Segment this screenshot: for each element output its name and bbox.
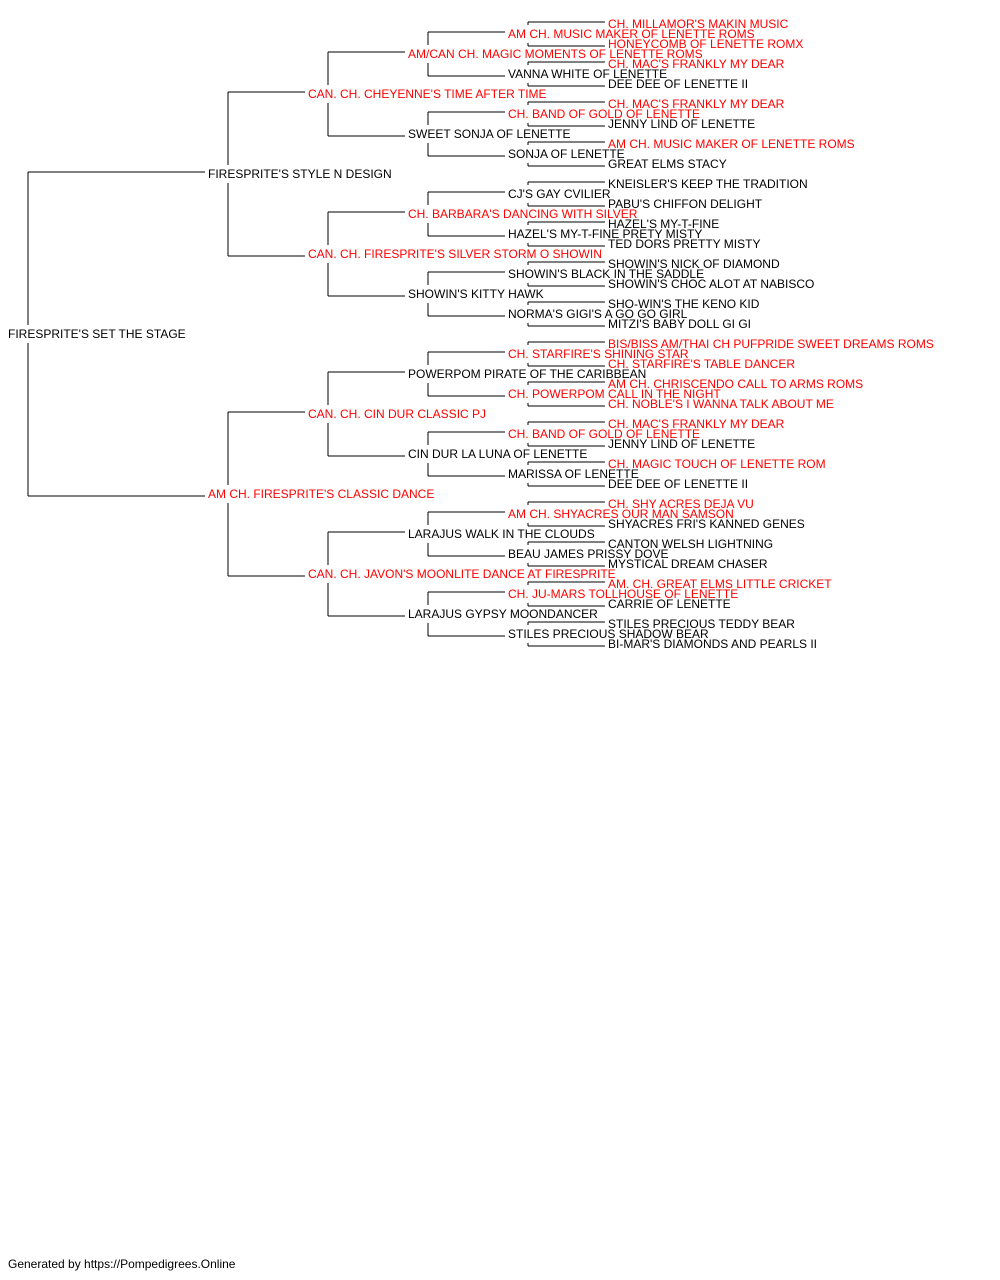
pedigree-sire-gen5: KNEISLER'S KEEP THE TRADITION (608, 177, 808, 191)
pedigree-dam-gen5: GREAT ELMS STACY (608, 157, 727, 171)
pedigree-sire-gen4: AM CH. SHYACRES OUR MAN SAMSON (508, 507, 734, 521)
pedigree-dam-gen5: CARRIE OF LENETTE (608, 597, 731, 611)
pedigree-sire-gen5: AM. CH. GREAT ELMS LITTLE CRICKET (608, 577, 832, 591)
pedigree-dam-gen5: PABU'S CHIFFON DELIGHT (608, 197, 763, 211)
pedigree-sire-gen2: CAN. CH. CHEYENNE'S TIME AFTER TIME (308, 87, 547, 101)
pedigree-dam-gen5: JENNY LIND OF LENETTE (608, 437, 756, 451)
pedigree-sire-gen4: CJ'S GAY CVILIER (508, 187, 611, 201)
pedigree-dam-gen5: SHYACRES FRI'S KANNED GENES (608, 517, 805, 531)
pedigree-sire-gen4: CH. STARFIRE'S SHINING STAR (508, 347, 689, 361)
pedigree-dam-gen4: MARISSA OF LENETTE (508, 467, 639, 481)
pedigree-sire-gen5: SHO-WIN'S THE KENO KID (608, 297, 760, 311)
pedigree-dam-gen4: HAZEL'S MY-T-FINE PRETY MISTY (508, 227, 703, 241)
pedigree-sire-gen5: STILES PRECIOUS TEDDY BEAR (608, 617, 795, 631)
pedigree-dam-gen5: DEE DEE OF LENETTE II (608, 477, 749, 491)
pedigree-sire-gen5: CANTON WELSH LIGHTNING (608, 537, 774, 551)
pedigree-sire-gen4: SHOWIN'S BLACK IN THE SADDLE (508, 267, 705, 281)
pedigree-sire-gen4: CH. BAND OF GOLD OF LENETTE (508, 427, 701, 441)
pedigree-dam-gen5: CH. STARFIRE'S TABLE DANCER (608, 357, 795, 371)
pedigree-dam-gen1: AM CH. FIRESPRITE'S CLASSIC DANCE (208, 487, 435, 501)
pedigree-sire-gen5: CH. SHY ACRES DEJA VU (608, 497, 754, 511)
pedigree-dam-gen5: CH. NOBLE'S I WANNA TALK ABOUT ME (608, 397, 834, 411)
footer-credit: Generated by https://Pompedigrees.Online (8, 1257, 236, 1271)
pedigree-sire-gen5: HAZEL'S MY-T-FINE (608, 217, 720, 231)
pedigree-sire-gen4: AM CH. MUSIC MAKER OF LENETTE ROMS (508, 27, 755, 41)
pedigree-sire-gen5: CH. MAGIC TOUCH OF LENETTE ROM (608, 457, 826, 471)
pedigree-sire-gen5: CH. MAC'S FRANKLY MY DEAR (608, 417, 785, 431)
pedigree-dam-gen2: CAN. CH. FIRESPRITE'S SILVER STORM O SHO… (308, 247, 602, 261)
pedigree-dam-gen5: SHOWIN'S CHOC ALOT AT NABISCO (608, 277, 815, 291)
pedigree-dam-gen4: STILES PRECIOUS SHADOW BEAR (508, 627, 709, 641)
pedigree-dam-gen5: HONEYCOMB OF LENETTE ROMX (608, 37, 804, 51)
subject-dog-name: FIRESPRITE'S SET THE STAGE (8, 327, 186, 341)
pedigree-dam-gen4: VANNA WHITE OF LENETTE (508, 67, 668, 81)
pedigree-dam-gen2: CAN. CH. JAVON'S MOONLITE DANCE AT FIRES… (308, 567, 616, 581)
pedigree-dam-gen3: SHOWIN'S KITTY HAWK (408, 287, 544, 301)
pedigree-sire-gen5: CH. MAC'S FRANKLY MY DEAR (608, 97, 785, 111)
pedigree-dam-gen4: NORMA'S GIGI'S A GO GO GIRL (508, 307, 688, 321)
pedigree-dam-gen4: SONJA OF LENETTE (508, 147, 625, 161)
pedigree-sire-gen4: CH. JU-MARS TOLLHOUSE OF LENETTE (508, 587, 739, 601)
pedigree-dam-gen3: CIN DUR LA LUNA OF LENETTE (408, 447, 588, 461)
pedigree-sire-gen1: FIRESPRITE'S STYLE N DESIGN (208, 167, 392, 181)
pedigree-sire-gen3: POWERPOM PIRATE OF THE CARIBBEAN (408, 367, 647, 381)
pedigree-dam-gen5: JENNY LIND OF LENETTE (608, 117, 756, 131)
pedigree-dam-gen3: LARAJUS GYPSY MOONDANCER (408, 607, 598, 621)
pedigree-dam-gen4: BEAU JAMES PRISSY DOVE (508, 547, 669, 561)
pedigree-dam-gen5: MYSTICAL DREAM CHASER (608, 557, 768, 571)
pedigree-dam-gen4: CH. POWERPOM CALL IN THE NIGHT (508, 387, 721, 401)
pedigree-sire-gen5: AM CH. MUSIC MAKER OF LENETTE ROMS (608, 137, 855, 151)
pedigree-dam-gen5: DEE DEE OF LENETTE II (608, 77, 749, 91)
pedigree-sire-gen5: SHOWIN'S NICK OF DIAMOND (608, 257, 780, 271)
pedigree-dam-gen5: MITZI'S BABY DOLL GI GI (608, 317, 751, 331)
pedigree-sire-gen3: AM/CAN CH. MAGIC MOMENTS OF LENETTE ROMS (408, 47, 703, 61)
pedigree-sire-gen5: CH. MAC'S FRANKLY MY DEAR (608, 57, 785, 71)
pedigree-sire-gen3: LARAJUS WALK IN THE CLOUDS (408, 527, 595, 541)
pedigree-sire-gen5: AM CH. CHRISCENDO CALL TO ARMS ROMS (608, 377, 864, 391)
pedigree-dam-gen5: TED DORS PRETTY MISTY (608, 237, 761, 251)
pedigree-dam-gen5: BI-MAR'S DIAMONDS AND PEARLS II (608, 637, 817, 651)
pedigree-dam-gen3: SWEET SONJA OF LENETTE (408, 127, 571, 141)
pedigree-sire-gen5: BIS/BISS AM/THAI CH PUFPRIDE SWEET DREAM… (608, 337, 934, 351)
pedigree-sire-gen4: CH. BAND OF GOLD OF LENETTE (508, 107, 701, 121)
pedigree-sire-gen5: CH. MILLAMOR'S MAKIN MUSIC (608, 17, 789, 31)
pedigree-sire-gen2: CAN. CH. CIN DUR CLASSIC PJ (308, 407, 487, 421)
pedigree-sire-gen3: CH. BARBARA'S DANCING WITH SILVER (408, 207, 638, 221)
